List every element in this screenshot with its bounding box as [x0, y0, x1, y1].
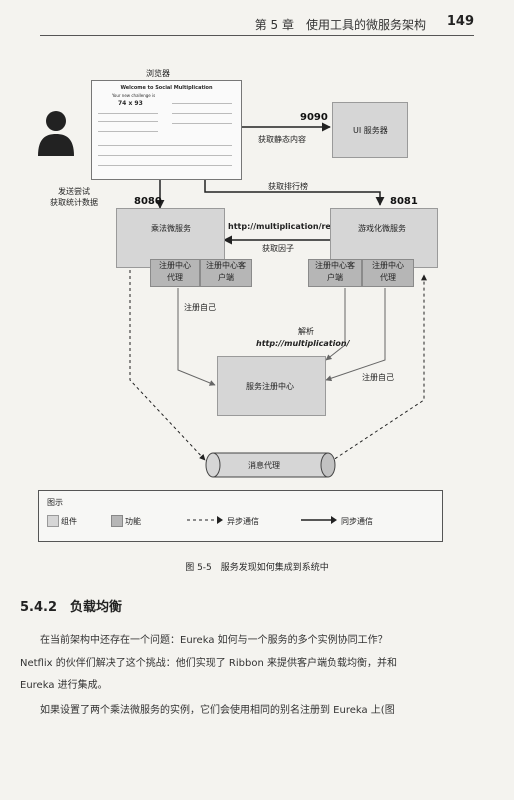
figure-caption: 图 5-5 服务发现如何集成到系统中	[185, 563, 329, 573]
browser-line	[172, 103, 232, 104]
async-broker-game	[329, 274, 427, 463]
browser-screenshot: Welcome to Social Multiplication Your ne…	[91, 80, 242, 180]
resolve-label: 解析	[298, 327, 314, 336]
game-func2-line1: 注册中心	[372, 261, 404, 270]
header-rule	[40, 35, 474, 36]
arrow-game-resolve	[325, 288, 346, 361]
page-header: 第 5 章 使用工具的微服务架构 149	[0, 0, 514, 40]
resolve-url: http://multiplication/	[256, 339, 350, 348]
browser-screen-title: Welcome to Social Multiplication	[120, 85, 213, 91]
legend-component-swatch	[47, 515, 59, 527]
game-func1-line1: 注册中心客	[315, 261, 355, 270]
arrow-mult-registry	[177, 288, 216, 386]
browser-line	[98, 145, 232, 146]
ui-service-label: UI 服务器	[353, 126, 388, 135]
mult-registry-client: 注册中心客 户端	[200, 259, 252, 287]
paragraph-line-4: 如果设置了两个乘法微服务的实例，它们会使用相同的别名注册到 Eureka 上(图	[40, 705, 395, 716]
page-number: 149	[446, 14, 474, 29]
mult-registry-proxy: 注册中心 代理	[150, 259, 200, 287]
port-mult: 8080	[134, 196, 162, 207]
get-stats-label: 获取统计数据	[50, 198, 98, 207]
async-mult-broker	[129, 270, 206, 461]
gamification-service-box: 游戏化微服务	[330, 208, 438, 268]
message-broker-cylinder	[205, 452, 336, 478]
legend-async-arrow	[187, 516, 223, 524]
get-leaderboard-label: 获取排行榜	[268, 182, 308, 191]
browser-line	[172, 123, 232, 124]
get-static-label: 获取静态内容	[258, 135, 306, 144]
browser-line	[98, 155, 232, 156]
arrow-browser-game	[204, 178, 385, 206]
browser-line	[98, 113, 158, 114]
browser-line	[172, 113, 232, 114]
browser-label: 浏览器	[146, 69, 170, 78]
game-func2-line2: 代理	[380, 273, 396, 282]
get-factors-label: 获取因子	[262, 244, 294, 253]
multiplication-service-box: 乘法微服务	[116, 208, 225, 268]
multiplication-service-label: 乘法微服务	[151, 224, 191, 233]
port-ui: 9090	[300, 112, 328, 123]
service-registry-box: 服务注册中心	[217, 356, 326, 416]
gamification-service-label: 游戏化微服务	[358, 224, 406, 233]
paragraph-line-1: 在当前架构中还存在一个问题：Eureka 如何与一个服务的多个实例协同工作？	[40, 635, 388, 646]
send-attempt-label: 发送尝试	[58, 187, 90, 196]
mult-func2-line1: 注册中心客	[206, 261, 246, 270]
url-mult-label: http://multiplication/results	[228, 222, 353, 231]
browser-line	[98, 121, 158, 122]
mult-func1-line2: 代理	[167, 273, 183, 282]
legend-title: 图示	[47, 498, 63, 507]
ui-service-box: UI 服务器	[332, 102, 408, 158]
legend-sync-arrow	[301, 516, 337, 524]
legend-async: 异步通信	[227, 517, 259, 526]
arrow-game-registry	[325, 288, 386, 382]
browser-screen-subtitle: Your new challenge is	[112, 93, 156, 98]
diagram-connectors	[129, 122, 427, 463]
mult-func1-line1: 注册中心	[159, 261, 191, 270]
legend-function-swatch	[111, 515, 123, 527]
legend-function: 功能	[125, 517, 141, 526]
register-self-left: 注册自己	[184, 303, 216, 312]
message-broker-label: 消息代理	[248, 461, 280, 470]
port-game: 8081	[390, 196, 418, 207]
chapter-title: 第 5 章 使用工具的微服务架构	[254, 18, 426, 32]
paragraph-line-2: Netflix 的伙伴们解决了这个挑战：他们实现了 Ribbon 来提供客户端负…	[20, 658, 397, 669]
legend-component: 组件	[61, 517, 77, 526]
legend: 图示 组件 功能 异步通信 同步通信	[38, 490, 443, 542]
mult-func2-line2: 户端	[218, 273, 234, 282]
paragraph-line-3: Eureka 进行集成。	[20, 680, 108, 691]
section-title: 5.4.2 负载均衡	[20, 600, 123, 615]
service-registry-label: 服务注册中心	[246, 382, 294, 391]
browser-line	[98, 131, 158, 132]
browser-screen-challenge: 74 x 93	[118, 100, 143, 107]
browser-line	[98, 165, 232, 166]
legend-sync: 同步通信	[341, 517, 373, 526]
game-func1-line2: 户端	[327, 273, 343, 282]
game-registry-proxy: 注册中心 代理	[362, 259, 414, 287]
register-self-right: 注册自己	[362, 373, 394, 382]
game-registry-client: 注册中心客 户端	[308, 259, 362, 287]
user-icon	[38, 111, 74, 156]
